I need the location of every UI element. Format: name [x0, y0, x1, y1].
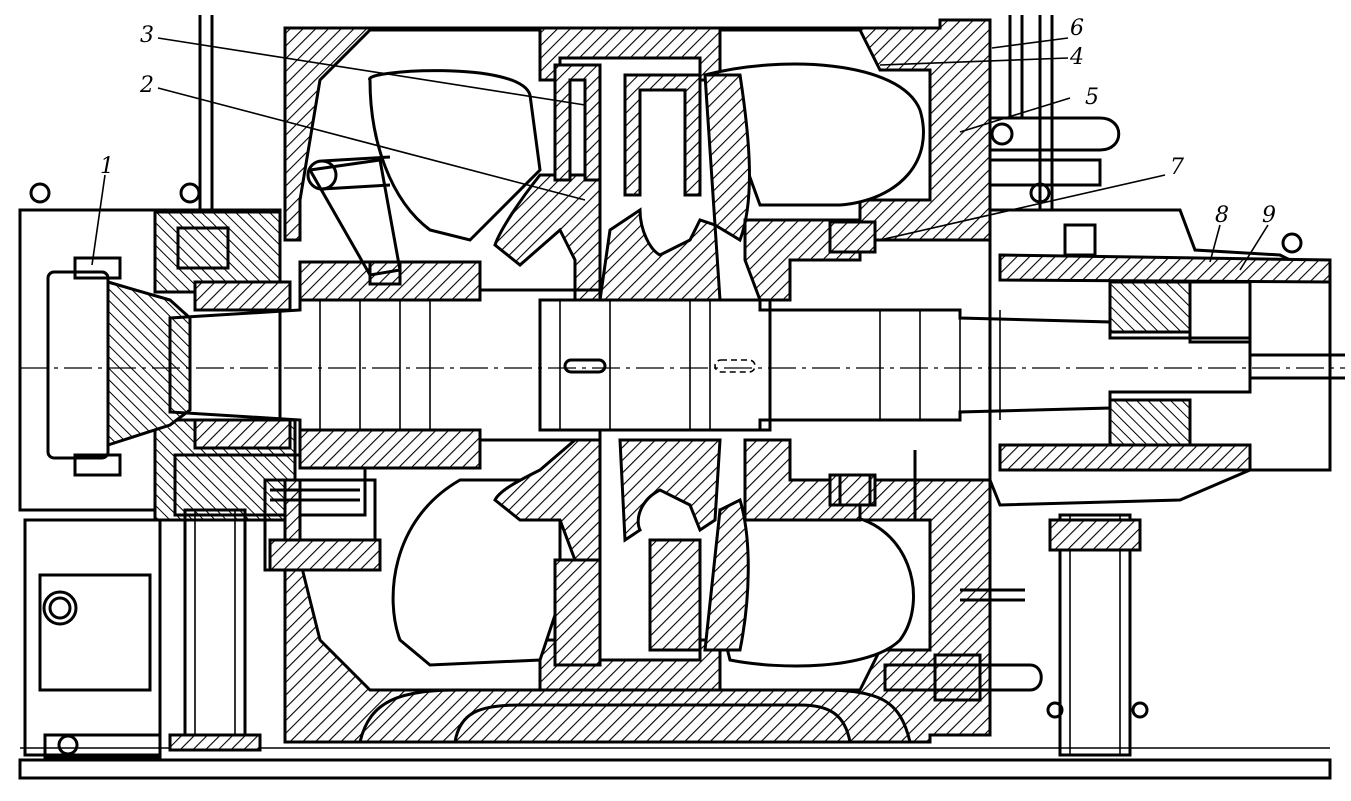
lower-left-channel: [263, 478, 382, 572]
lower-right-bolts: [838, 450, 1043, 702]
callout-6: 6: [1070, 16, 1084, 41]
leader-lines: [91, 37, 1269, 271]
callout-5: 5: [1085, 85, 1099, 110]
oil-pipe: [990, 15, 1121, 187]
left-seals: [193, 155, 482, 470]
right-bearing-housing: [988, 15, 1332, 757]
callout-9: 9: [1262, 203, 1276, 228]
callout-8: 8: [1215, 203, 1229, 228]
balance-drum: [743, 218, 877, 522]
callout-4: 4: [1069, 45, 1084, 70]
callout-1: 1: [100, 154, 114, 179]
callout-2: 2: [139, 73, 154, 98]
impeller-stage-1: [493, 63, 602, 667]
callout-3: 3: [140, 23, 154, 48]
base-frame: [18, 518, 1332, 780]
left-bearing-housing: [18, 15, 367, 752]
callout-labels: 1 2 3 4 5 6 7 8 9: [100, 16, 1276, 228]
callout-7: 7: [1170, 155, 1184, 180]
impeller-stage-2: [598, 73, 751, 652]
